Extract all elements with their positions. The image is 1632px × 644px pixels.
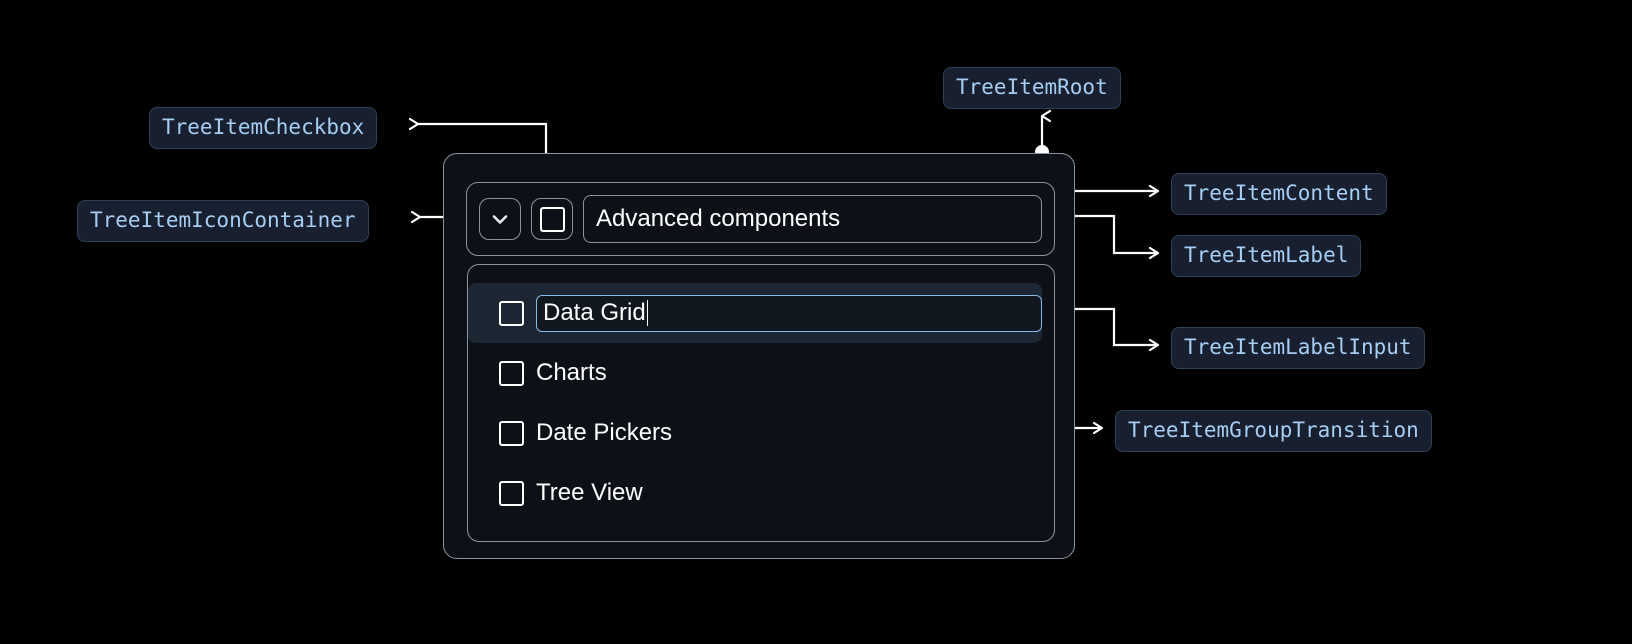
tree-item-content[interactable]: Advanced components [466, 182, 1055, 256]
tree-item-row-tree-view[interactable]: Tree View [468, 463, 1054, 523]
chevron-down-icon [488, 207, 512, 231]
tree-item-checkbox[interactable] [531, 198, 573, 240]
tree-item-label-input[interactable]: Data Grid [536, 294, 1042, 332]
annotation-chip-tree-item-checkbox: TreeItemCheckbox [149, 107, 378, 149]
annotation-chip-tree-item-icon-container: TreeItemIconContainer [77, 200, 369, 242]
tree-item-row-date-pickers[interactable]: Date Pickers [468, 403, 1054, 463]
tree-item-row-charts[interactable]: Charts [468, 343, 1054, 403]
tree-item-root[interactable]: Advanced components Data Grid Charts Dat… [443, 153, 1075, 559]
checkbox-box-icon[interactable] [499, 300, 524, 326]
tree-item-label: Charts [536, 359, 607, 386]
text-caret [646, 300, 649, 326]
tree-item-label: Date Pickers [536, 419, 673, 446]
annotation-chip-tree-item-root: TreeItemRoot [943, 67, 1121, 109]
tree-item-label-input-value: Data Grid [543, 299, 646, 326]
tree-item-label-text: Advanced components [596, 205, 841, 232]
annotation-chip-tree-item-label: TreeItemLabel [1171, 235, 1362, 277]
checkbox-box-icon[interactable] [499, 360, 524, 386]
annotation-chip-tree-item-group-transition: TreeItemGroupTransition [1115, 410, 1432, 452]
tree-item-label: Tree View [536, 479, 643, 506]
tree-item-icon-container[interactable] [479, 198, 521, 240]
annotation-chip-tree-item-label-input: TreeItemLabelInput [1171, 327, 1425, 369]
annotation-chip-tree-item-content: TreeItemContent [1171, 173, 1387, 215]
tree-item-row-data-grid[interactable]: Data Grid [468, 283, 1042, 343]
tree-item-group-transition: Data Grid Charts Date Pickers Tree View [467, 264, 1055, 542]
checkbox-box-icon[interactable] [499, 480, 524, 506]
checkbox-box-icon [539, 206, 565, 232]
tree-item-label[interactable]: Advanced components [583, 195, 1042, 243]
checkbox-box-icon[interactable] [499, 420, 524, 446]
